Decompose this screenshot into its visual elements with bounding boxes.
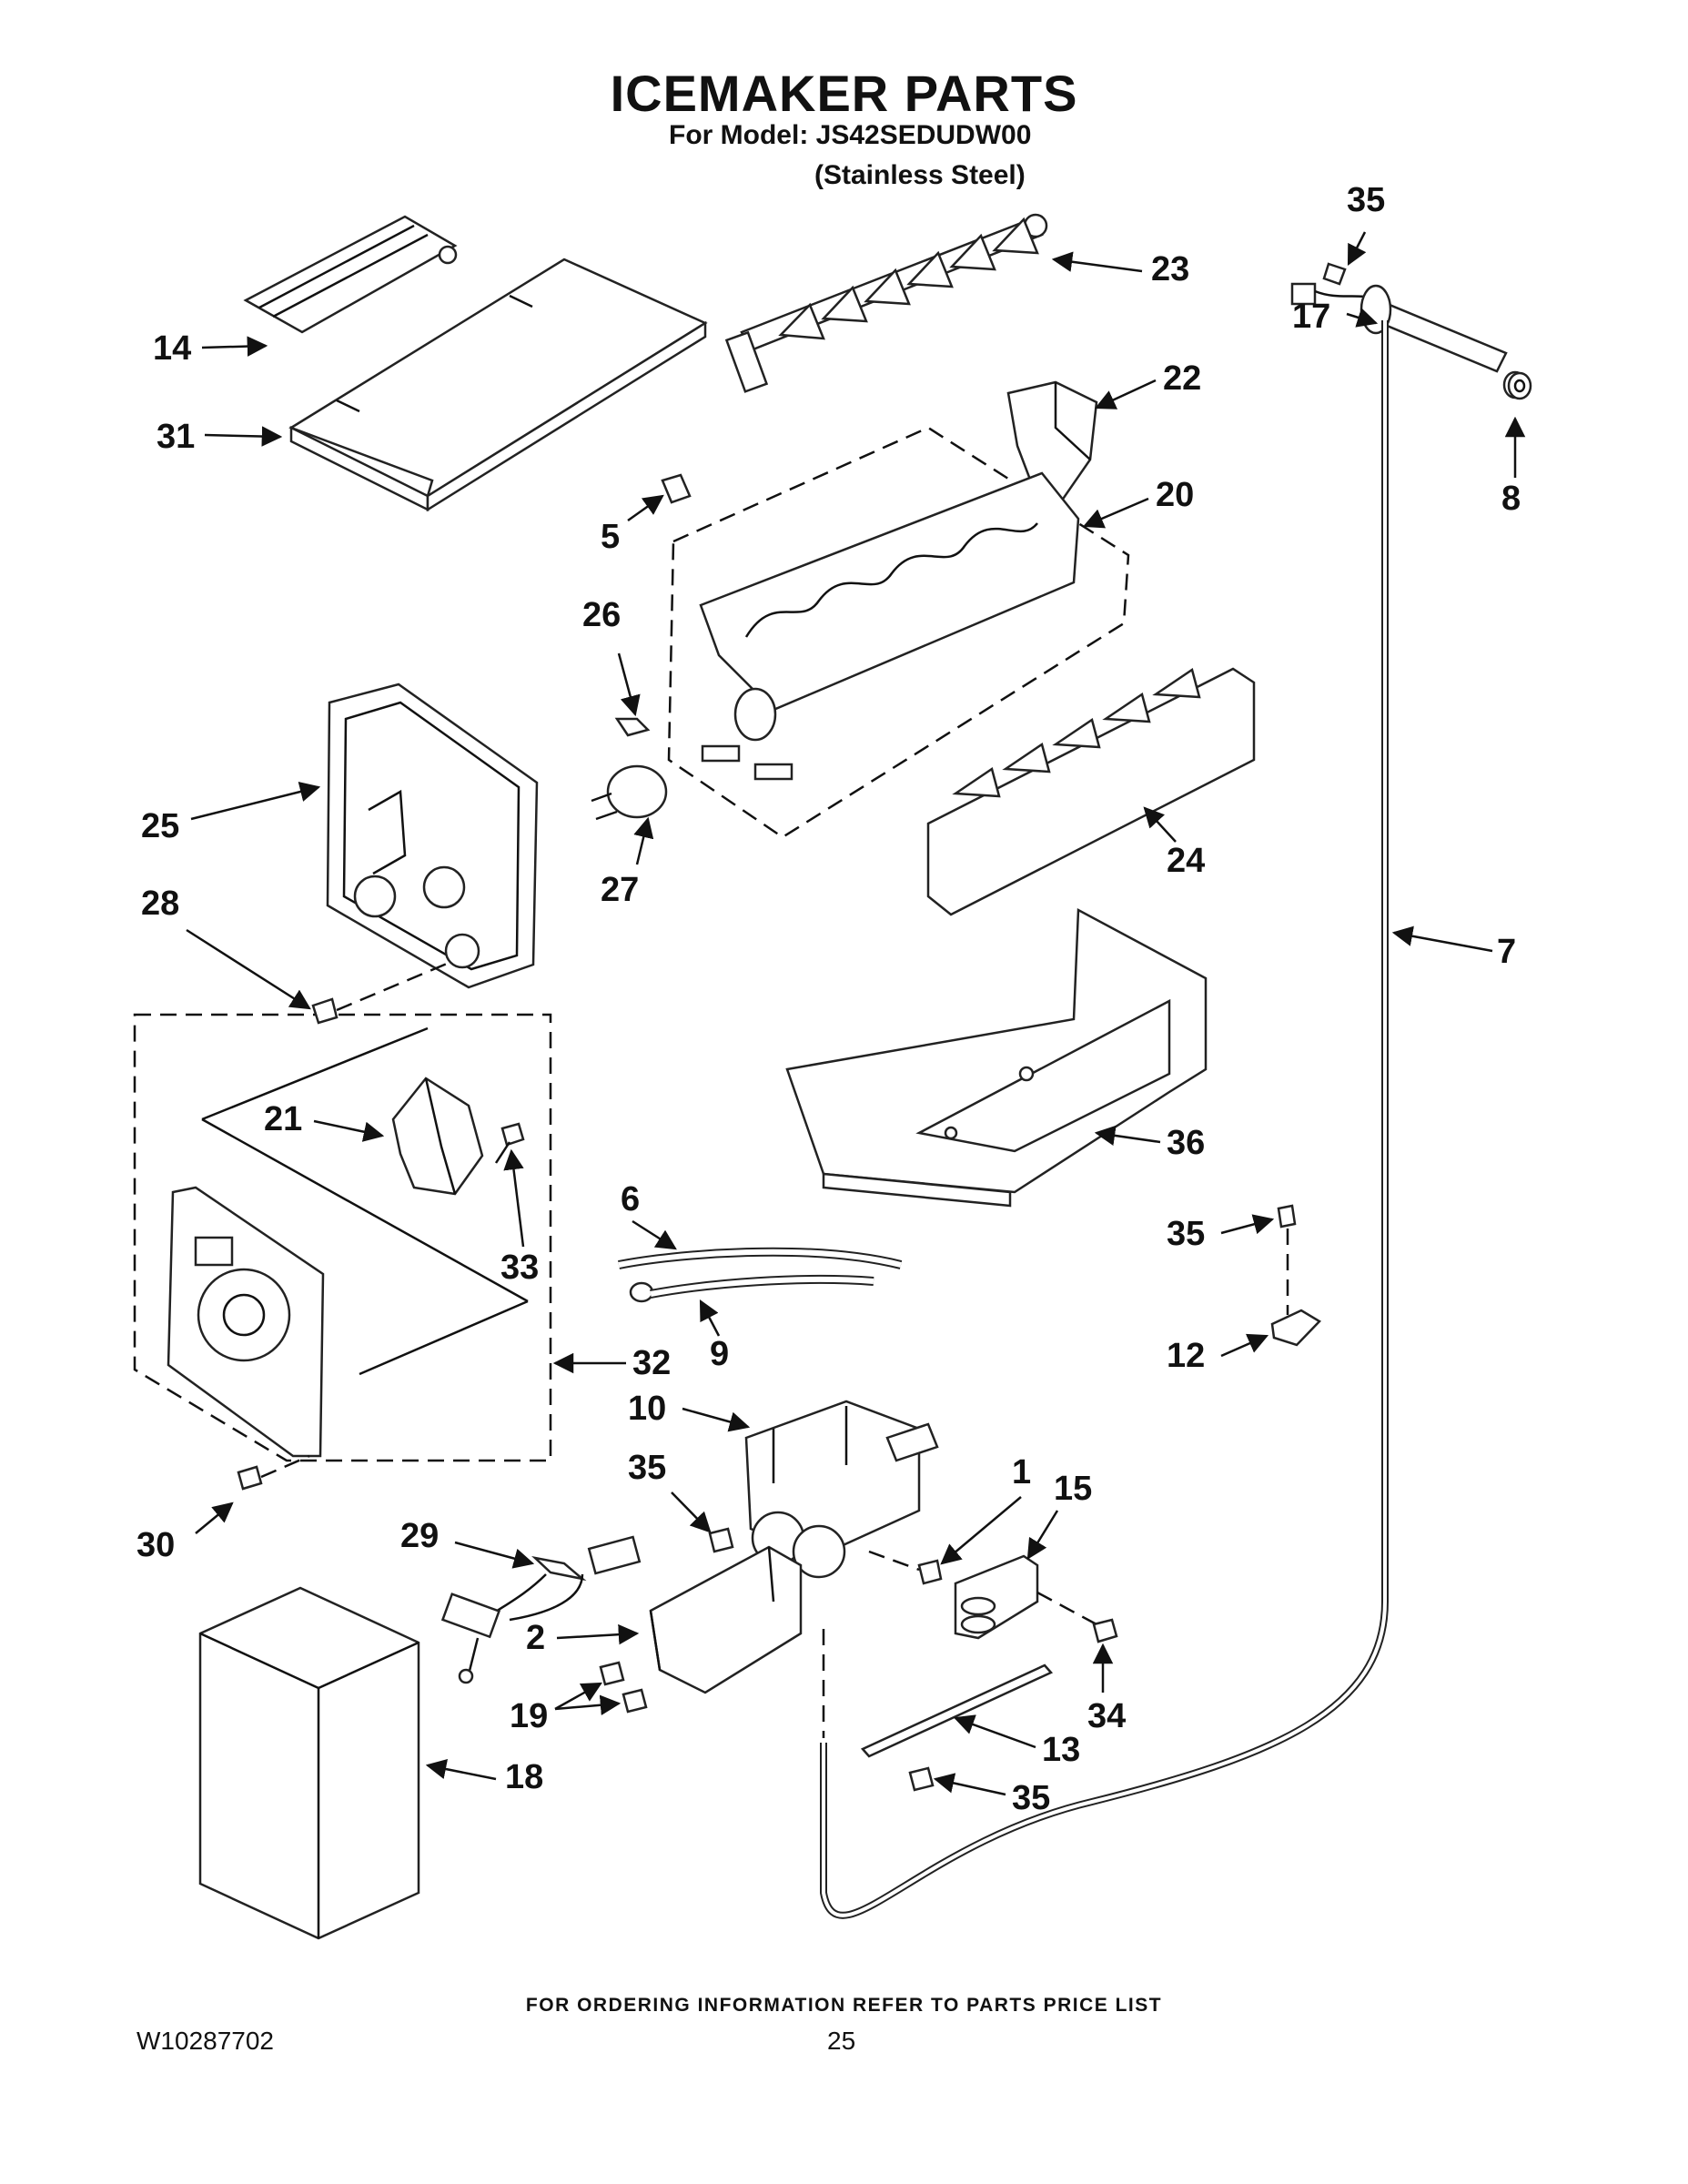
callout-9: 9: [710, 1335, 729, 1373]
part-5-clip: [661, 473, 692, 504]
callout-14: 14: [153, 329, 191, 368]
callout-29: 29: [400, 1517, 439, 1555]
part-33-screw: [494, 1122, 525, 1164]
callout-35-valve: 35: [628, 1449, 666, 1487]
part-13-strip: [860, 1663, 1054, 1758]
callout-13: 13: [1042, 1731, 1080, 1769]
callout-34: 34: [1087, 1697, 1126, 1735]
callout-23: 23: [1151, 250, 1189, 288]
part-30-screw: [237, 1454, 310, 1491]
model-line: For Model: JS42SEDUDW00: [669, 120, 1032, 150]
part-10-valve: [744, 1400, 939, 1579]
page-number: 25: [827, 2027, 856, 2055]
callout-21: 21: [264, 1100, 302, 1138]
callout-18: 18: [505, 1758, 543, 1796]
ordering-note: FOR ORDERING INFORMATION REFER TO PARTS …: [525, 1995, 1163, 2016]
callout-22: 22: [1163, 359, 1201, 398]
part-18-cover: [198, 1586, 420, 1940]
part-35-screw-strip: [908, 1766, 935, 1792]
callout-15: 15: [1054, 1470, 1092, 1508]
callout-33: 33: [500, 1249, 539, 1287]
part-35-screw-valve: [708, 1527, 734, 1553]
model-variant: (Stainless Steel): [814, 160, 1026, 190]
part-31-shelf: [288, 258, 708, 512]
part-25-housing: [326, 682, 539, 989]
callout-17: 17: [1292, 298, 1330, 336]
part-1-screw: [868, 1550, 943, 1585]
callout-36: 36: [1167, 1124, 1205, 1162]
part-23-ejector: [724, 213, 1048, 393]
callout-26: 26: [582, 596, 621, 634]
callout-19: 19: [510, 1697, 548, 1735]
callout-7: 7: [1497, 933, 1516, 971]
part-27-plug: [591, 764, 668, 821]
callout-25: 25: [141, 807, 179, 845]
callout-24: 24: [1167, 842, 1205, 880]
part-6-tube: [618, 1247, 903, 1269]
part-26-lever: [614, 717, 651, 737]
part-7-water-tube: [820, 320, 1389, 1919]
part-21-motor: [391, 1077, 484, 1196]
part-8-washer: [1507, 371, 1532, 400]
part-29-harness: [440, 1535, 642, 1684]
part-2-bracket: [649, 1545, 803, 1694]
part-34-screw: [1092, 1618, 1118, 1643]
part-28-screw: [311, 959, 454, 1025]
part-20-mold: [667, 426, 1130, 839]
callout-31: 31: [157, 418, 195, 456]
callout-1: 1: [1012, 1453, 1031, 1491]
part-19-screws: [599, 1661, 648, 1714]
part-12-clamp: [1270, 1204, 1321, 1347]
callout-5: 5: [601, 518, 620, 556]
callout-20: 20: [1156, 476, 1194, 514]
callout-8: 8: [1501, 480, 1521, 518]
callout-27: 27: [601, 871, 639, 909]
callout-10: 10: [628, 1390, 666, 1428]
callout-6: 6: [621, 1180, 640, 1218]
part-9-tube: [629, 1274, 874, 1303]
part-24-stripper: [926, 667, 1256, 916]
callout-35-top: 35: [1347, 181, 1385, 219]
callout-12: 12: [1167, 1337, 1205, 1375]
callout-2: 2: [526, 1619, 545, 1657]
page-title: ICEMAKER PARTS: [610, 65, 1078, 122]
callout-35-strip: 35: [1012, 1779, 1050, 1817]
part-15-plate: [954, 1554, 1097, 1640]
callout-leaders: [186, 231, 1526, 1796]
callout-28: 28: [141, 885, 179, 923]
part-14-bracket: [243, 215, 458, 334]
callout-32: 32: [632, 1344, 671, 1382]
part-32-module: [133, 1013, 552, 1462]
part-36-support: [785, 907, 1208, 1208]
callout-30: 30: [136, 1526, 175, 1564]
callout-35-clamp: 35: [1167, 1215, 1205, 1253]
document-number: W10287702: [136, 2027, 275, 2055]
